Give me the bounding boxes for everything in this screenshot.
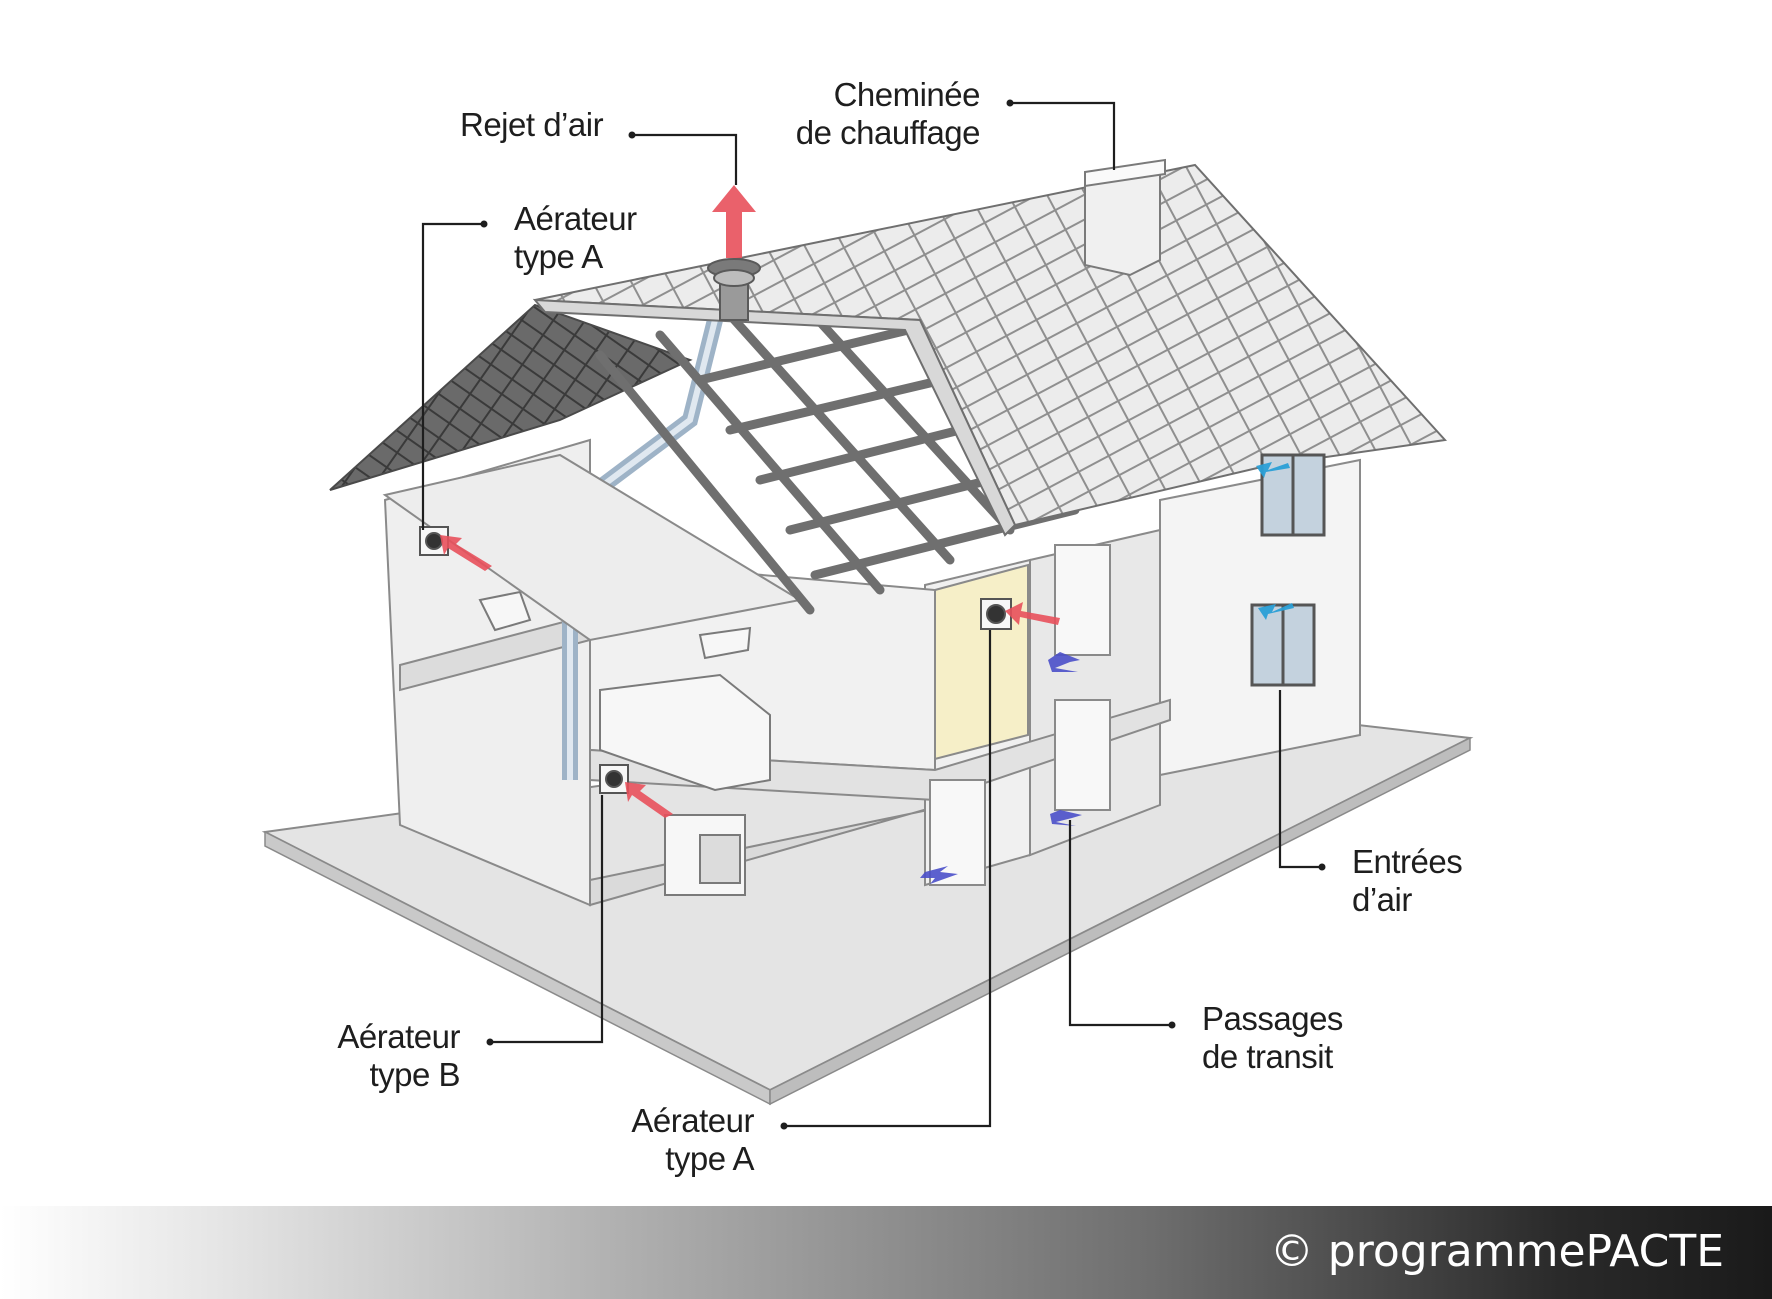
copyright-text: © programmePACTE — [1269, 1226, 1724, 1277]
label-cheminee: Cheminée de chauffage — [780, 76, 981, 152]
label-cheminee-line2: de chauffage — [795, 114, 981, 151]
leader-rejet-air — [632, 133, 738, 185]
leader-passages — [1068, 820, 1172, 1027]
leader-entrees-air — [1278, 690, 1322, 869]
label-entrees-air-line1: Entrées — [1352, 843, 1463, 880]
exhaust-arrow-living — [1005, 602, 1060, 625]
inlet-arrow-upper — [1256, 462, 1290, 478]
label-passages-line1: Passages — [1202, 1000, 1343, 1037]
label-passages-line2: de transit — [1202, 1038, 1333, 1075]
roof-front-edge — [532, 298, 1017, 537]
exhaust-arrows — [440, 185, 1060, 818]
exhaust-arrow-kitchen — [625, 782, 673, 818]
transit-arrow-upper — [1048, 652, 1080, 672]
fixtures — [478, 590, 771, 896]
leader-aerateur-a-bottom — [784, 630, 992, 1128]
label-rejet-air: Rejet d’air — [460, 106, 604, 144]
label-rejet-air-text: Rejet d’air — [460, 106, 604, 143]
inlet-arrow-lower — [1258, 603, 1294, 620]
label-aerateur-b-line1: Aérateur — [337, 1018, 460, 1055]
label-aerateur-b: Aérateur type B — [300, 1018, 460, 1094]
roof-vent — [707, 258, 761, 321]
transit-arrow-lower-left — [920, 866, 958, 884]
label-passages-transit: Passages de transit — [1202, 1000, 1343, 1076]
label-cheminee-line1: Cheminée — [833, 76, 981, 113]
exhaust-arrow-roof — [712, 185, 756, 258]
chimney — [1084, 158, 1166, 277]
label-aerateur-a-bottom: Aérateur type A — [594, 1102, 754, 1178]
label-aerateur-a-bottom-line1: Aérateur — [631, 1102, 754, 1139]
label-entrees-air-line2: d’air — [1352, 881, 1412, 918]
transit-arrow-lower-right — [1050, 810, 1082, 826]
leader-aerateur-a-top — [421, 222, 484, 530]
leader-cheminee — [1010, 101, 1116, 170]
leader-dots — [480, 99, 1326, 1130]
windows — [1250, 453, 1326, 687]
label-aerateur-a-top-line1: Aérateur — [514, 200, 637, 237]
label-aerateur-a-top-line2: type A — [514, 238, 603, 275]
leader-aerateur-b — [490, 795, 604, 1044]
inlet-arrows — [1256, 462, 1294, 620]
exhaust-arrow-wc — [440, 535, 492, 571]
label-aerateur-a-bottom-line2: type A — [665, 1140, 754, 1177]
label-aerateur-b-line2: type B — [369, 1056, 460, 1093]
leader-lines — [421, 101, 1322, 1128]
footer-banner: © programmePACTE — [0, 1206, 1772, 1299]
label-aerateur-a-top: Aérateur type A — [514, 200, 637, 276]
label-entrees-air: Entrées d’air — [1352, 843, 1463, 919]
transit-arrows — [920, 652, 1082, 884]
